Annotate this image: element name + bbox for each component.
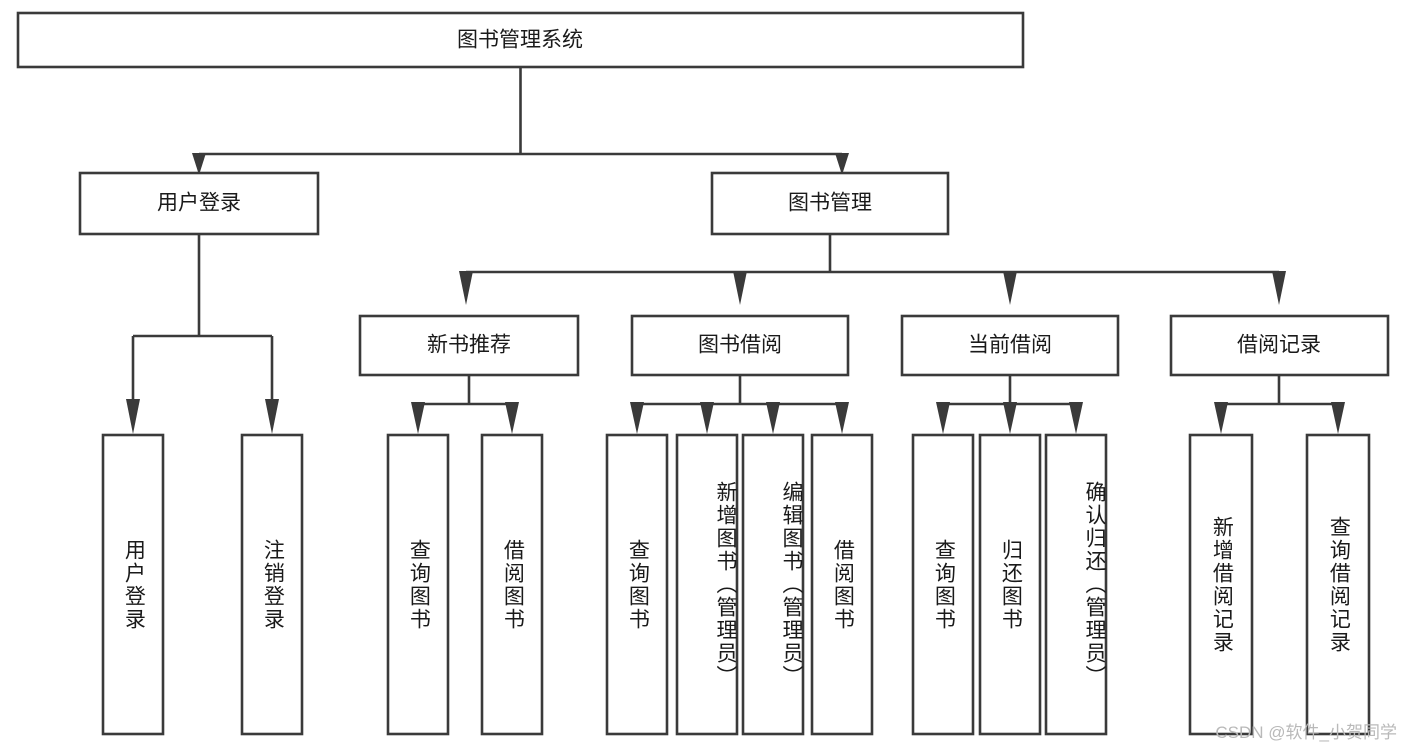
connector-borrowrecord-to-leaves [1214,375,1345,434]
arrow-head-icon [1003,402,1017,434]
connector-root-to-level1 [192,67,849,175]
node-book-borrow-label: 图书借阅 [698,334,782,357]
node-root-box[interactable] [16,11,1025,69]
connector-bookmanage-to-level2 [459,234,1286,305]
connector-newbook-to-leaves [411,375,519,434]
arrow-head-icon [126,399,140,434]
arrow-head-icon [835,402,849,434]
node-leaf-borrow-book-2-box[interactable] [810,433,874,736]
node-leaf-return-book-box[interactable] [978,433,1042,736]
node-leaf-logout-login-box[interactable] [240,433,304,736]
connector-bookborrow-to-leaves [630,375,849,434]
arrow-head-icon [835,153,849,175]
node-leaf-edit-book-box[interactable] [741,433,805,736]
node-current-borrow-label: 当前借阅 [968,334,1052,357]
arrow-head-icon [1003,271,1017,305]
node-leaf-query-record-box[interactable] [1305,433,1371,736]
arrow-head-icon [505,402,519,434]
node-book-manage-box[interactable] [710,171,950,236]
arrow-head-icon [1272,271,1286,305]
node-borrow-record-label: 借阅记录 [1237,334,1321,357]
arrow-head-icon [265,399,279,434]
node-new-book-recommend-box[interactable] [358,314,580,377]
node-user-login-box[interactable] [78,171,320,236]
arrow-head-icon [1069,402,1083,434]
arrow-head-icon [192,153,206,175]
node-leaf-add-record-box[interactable] [1188,433,1254,736]
node-leaf-query-book-2-box[interactable] [605,433,669,736]
node-new-book-recommend-label: 新书推荐 [427,334,511,357]
arrow-head-icon [411,402,425,434]
arrow-head-icon [459,271,473,305]
arrow-head-icon [1331,402,1345,434]
node-user-login-label: 用户登录 [157,192,241,215]
arrow-head-icon [1214,402,1228,434]
arrow-head-icon [936,402,950,434]
node-book-manage-label: 图书管理 [788,192,872,215]
node-leaf-user-login-box[interactable] [101,433,165,736]
arrow-head-icon [733,271,747,305]
node-leaf-confirm-return-box[interactable] [1044,433,1108,736]
arrow-head-icon [700,402,714,434]
arrow-head-icon [630,402,644,434]
node-leaf-query-book-1-box[interactable] [386,433,450,736]
arrow-head-icon [766,402,780,434]
connector-userlogin-to-leaves [126,234,279,434]
node-book-borrow-box[interactable] [630,314,850,377]
node-leaf-borrow-book-1-box[interactable] [480,433,544,736]
node-root-label: 图书管理系统 [457,29,583,52]
node-leaf-add-book-box[interactable] [675,433,739,736]
node-current-borrow-box[interactable] [900,314,1120,377]
node-leaf-query-book-3-box[interactable] [911,433,975,736]
csdn-watermark: CSDN @软件_小贺同学 [1215,723,1397,742]
node-borrow-record-box[interactable] [1169,314,1390,377]
connector-currentborrow-to-leaves [936,375,1083,434]
